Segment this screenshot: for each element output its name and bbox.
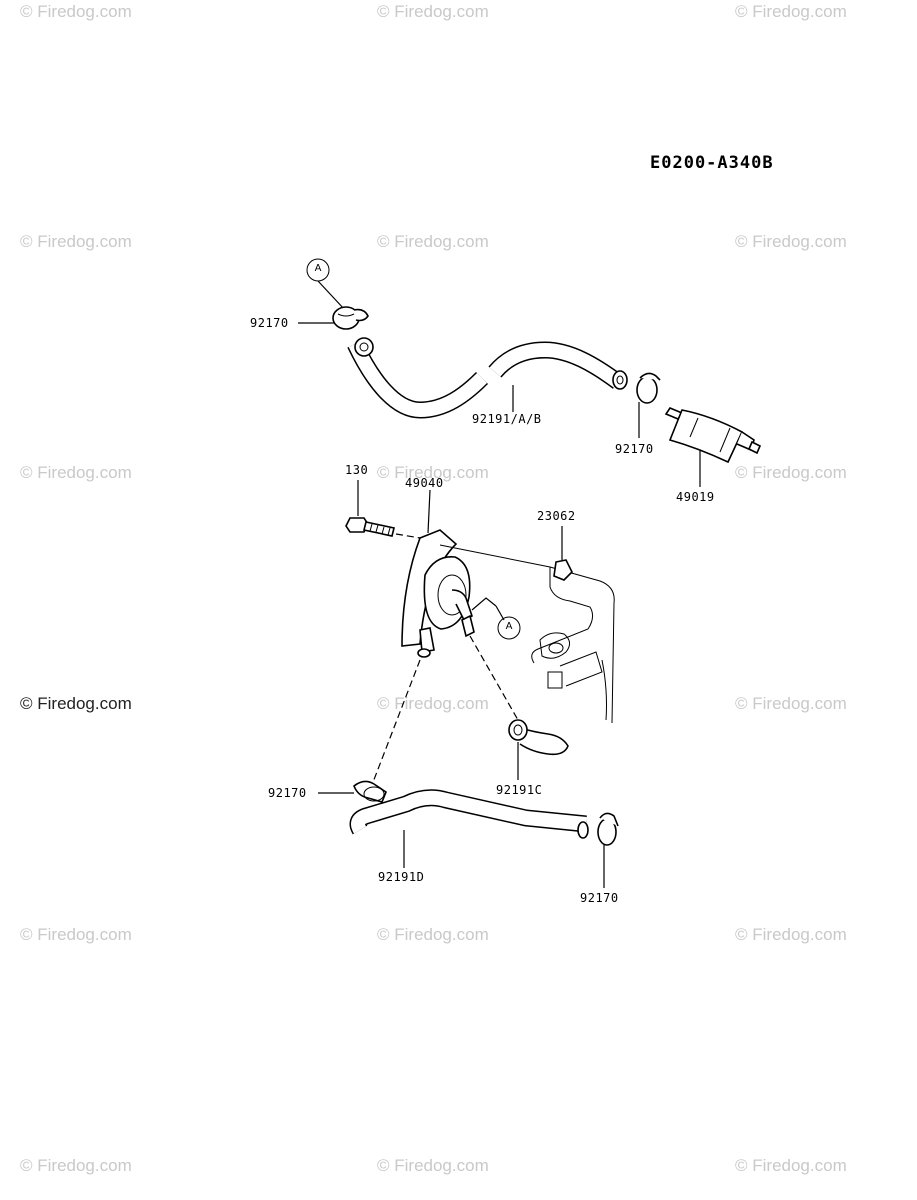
watermark: © Firedog.com — [20, 694, 132, 713]
part-number-label: 49040 — [405, 476, 444, 490]
callout-letter: A — [314, 263, 322, 274]
watermark: © Firedog.com — [377, 2, 489, 21]
watermark: © Firedog.com — [20, 463, 132, 482]
fuel-hose-top-left-segment — [347, 337, 489, 419]
watermark: © Firedog.com — [735, 232, 847, 251]
watermark: © Firedog.com — [20, 1156, 132, 1175]
watermark: © Firedog.com — [735, 694, 847, 713]
part-number-label: 92191C — [496, 783, 543, 797]
part-number-label: 49019 — [676, 490, 715, 504]
watermark: © Firedog.com — [735, 463, 847, 482]
watermark: © Firedog.com — [20, 925, 132, 944]
fuel-hose-top-right-segment — [488, 341, 628, 390]
fuel-filter — [664, 407, 762, 464]
mounting-bracket — [439, 544, 615, 724]
part-number-label: 92170 — [268, 786, 307, 800]
fuel-pump — [401, 529, 475, 658]
assembly-line — [469, 635, 519, 721]
part-number-label: 92191D — [378, 870, 425, 884]
watermark: © Firedog.com — [377, 463, 489, 482]
watermark: © Firedog.com — [735, 2, 847, 21]
part-number-label: 130 — [345, 463, 369, 477]
assembly-line — [369, 659, 421, 791]
hose-clamp-bottom-left — [353, 780, 387, 803]
hose-clamp-bottom-right — [597, 812, 619, 846]
part-number-label: 92170 — [615, 442, 654, 456]
fuel-hose-c — [508, 719, 569, 756]
diagram-reference-code: E0200-A340B — [650, 153, 774, 173]
part-number-label: 23062 — [537, 509, 576, 523]
watermark: © Firedog.com — [377, 925, 489, 944]
hose-clamp-top-left — [332, 306, 369, 330]
callout-letter: A — [505, 621, 513, 632]
bolt — [345, 517, 395, 537]
part-number-label: 92170 — [580, 891, 619, 905]
watermark: © Firedog.com — [20, 2, 132, 21]
leader-line — [427, 489, 431, 534]
callout-a-pump — [471, 597, 521, 640]
assembly-line — [395, 533, 421, 539]
part-number-label: 92191/A/B — [472, 412, 542, 426]
watermark: © Firedog.com — [20, 232, 132, 251]
watermark: © Firedog.com — [377, 694, 489, 713]
part-number-label: 92170 — [250, 316, 289, 330]
hose-clamp-top-right — [636, 372, 661, 404]
fuel-hose-d — [349, 789, 589, 839]
watermark: © Firedog.com — [735, 1156, 847, 1175]
watermark: © Firedog.com — [377, 232, 489, 251]
watermark: © Firedog.com — [735, 925, 847, 944]
watermark: © Firedog.com — [377, 1156, 489, 1175]
callout-a-top — [306, 258, 346, 311]
